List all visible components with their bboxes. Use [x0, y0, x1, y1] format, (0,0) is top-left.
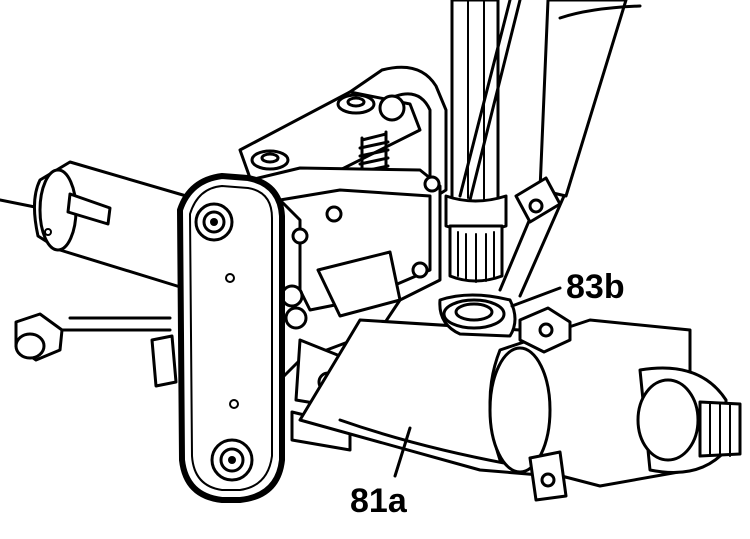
left-bolt — [14, 312, 178, 388]
diagonal-rods — [458, 0, 642, 298]
left-actuator — [0, 160, 202, 292]
callout-83b: 83b — [566, 268, 625, 306]
right-motor — [488, 306, 742, 502]
leader-lines — [393, 286, 562, 478]
leader-81a — [393, 426, 412, 478]
leader-83b — [510, 286, 562, 308]
callout-81a: 81a — [350, 482, 407, 520]
vertical-column — [444, 0, 508, 283]
front-plate — [177, 173, 285, 503]
